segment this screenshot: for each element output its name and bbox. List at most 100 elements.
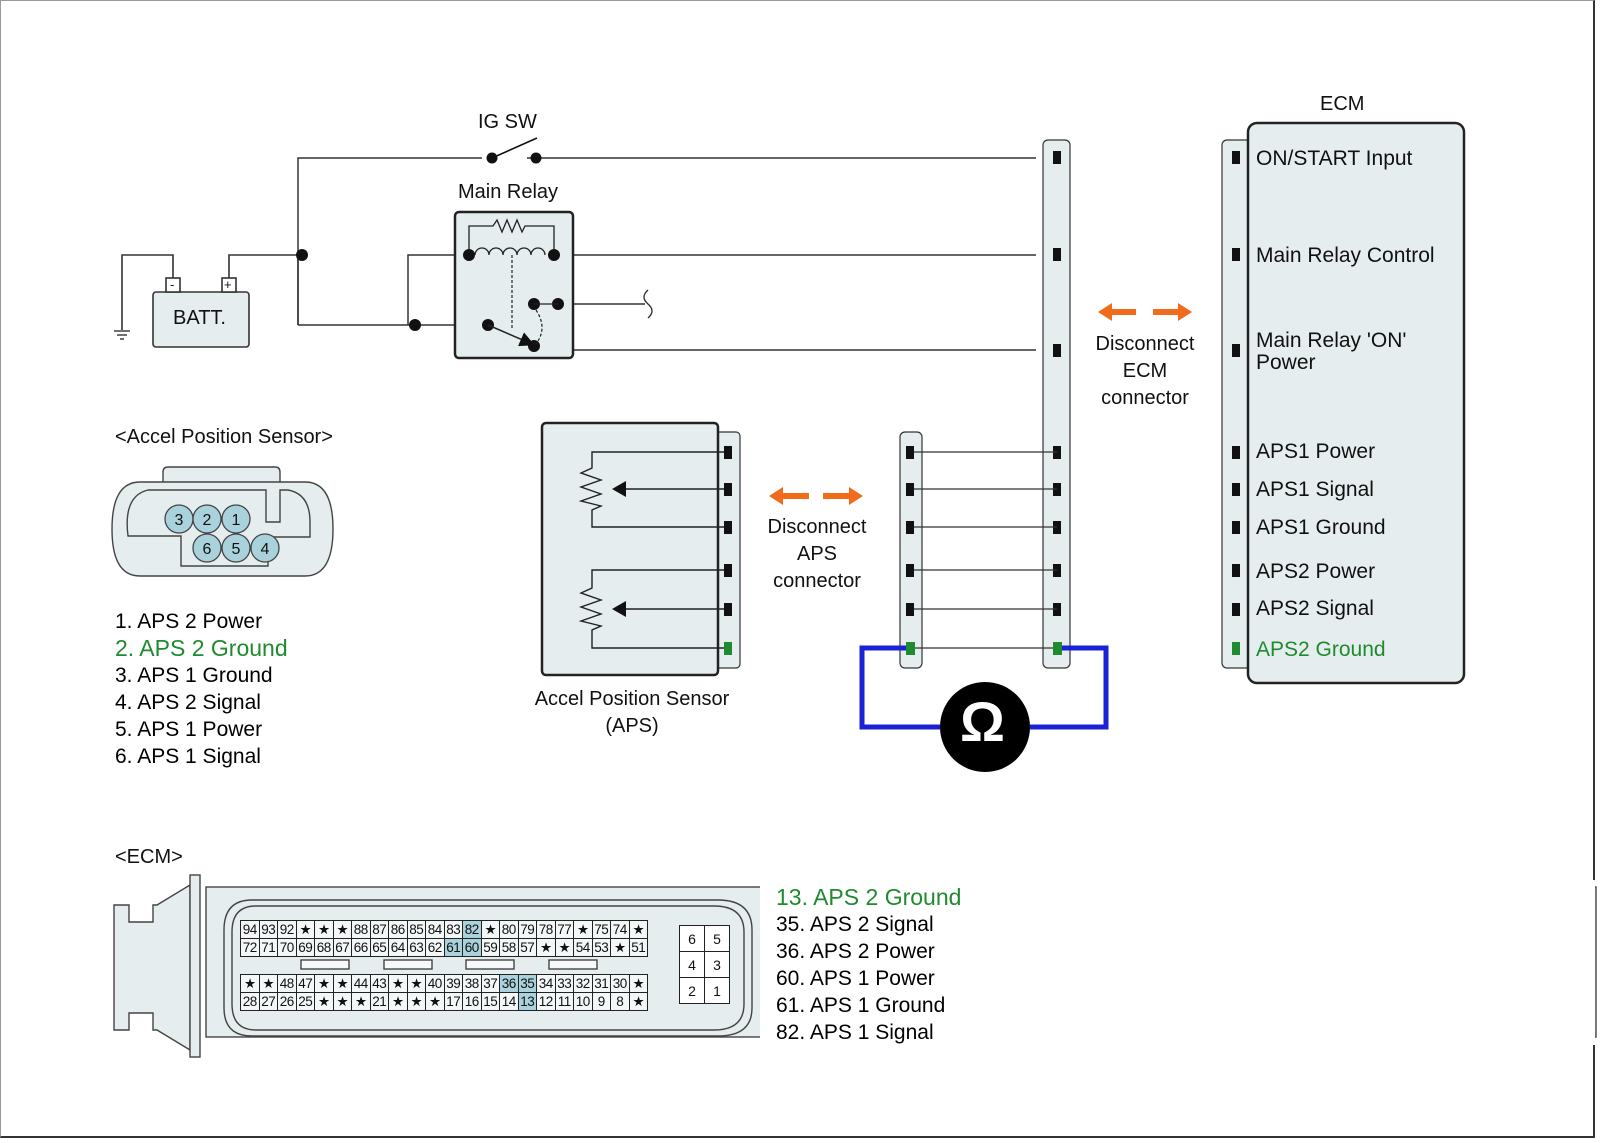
pin-43: 43 [369,974,389,993]
pin-5: 5 [704,925,730,952]
whitespace-mask [760,880,1595,1045]
ecm-terminal-on-start: ON/START Input [1256,147,1413,170]
wire-break-icon [643,289,653,319]
pin-84: 84 [425,920,445,939]
pin-75: 75 [591,920,611,939]
battery-positive-label: + [224,277,232,292]
aps-pin-label: 1 [232,512,241,529]
aps-pin-6 [192,533,222,563]
unused-pin: ★ [332,992,352,1011]
pin-61: 61 [443,938,463,957]
pin-30: 30 [610,974,630,993]
pin-72: 72 [240,938,260,957]
harness-ecm-connector[interactable] [1042,139,1071,669]
battery-label: BATT. [173,307,226,329]
ecm-legend-item: 82. APS 1 Signal [776,1021,934,1044]
pin-94: 94 [240,920,260,939]
pin-12: 12 [536,992,556,1011]
ecm-legend-item: 36. APS 2 Power [776,940,935,963]
unused-pin: ★ [610,938,630,957]
wires [297,157,1036,351]
ecm-pin-legend: 13. APS 2 Ground 35. APS 2 Signal 36. AP… [776,884,961,1046]
unused-pin: ★ [628,974,648,993]
pin-2: 2 [679,977,705,1004]
unused-pin: ★ [536,938,556,957]
harness-aps-connector[interactable] [899,431,923,669]
pin-51: 51 [628,938,648,957]
ecm-terminal-aps2-power: APS2 Power [1256,560,1376,583]
pin-39: 39 [443,974,463,993]
pin-28: 28 [240,992,260,1011]
disconnect-ecm-line2: ECM [1122,360,1168,382]
unused-pin: ★ [554,938,574,957]
aps2-ground-probe-point[interactable] [906,642,915,655]
ignition-switch-icon[interactable] [486,137,542,164]
unused-pin: ★ [314,920,334,939]
ground-icon [114,330,130,340]
pin-68: 68 [314,938,334,957]
aps-ecm-wires [911,451,1057,649]
aps-legend-item: 3. APS 1 Ground [115,664,273,687]
pin-71: 71 [258,938,278,957]
pin-86: 86 [388,920,408,939]
disconnect-ecm-line3: connector [1101,387,1189,409]
ohmmeter-icon[interactable] [940,682,1030,772]
unused-pin: ★ [628,920,648,939]
battery-negative-label: - [170,277,175,292]
pin-10: 10 [573,992,593,1011]
unused-pin: ★ [314,974,334,993]
pin-82: 82 [462,920,482,939]
pin-64: 64 [388,938,408,957]
pin-59: 59 [480,938,500,957]
pin-37: 37 [480,974,500,993]
ecm-terminal-aps1-power: APS1 Power [1256,440,1376,463]
pin-69: 69 [295,938,315,957]
pin-78: 78 [536,920,556,939]
pin-25: 25 [295,992,315,1011]
ecm-legend-item: 60. APS 1 Power [776,967,935,990]
pin-6: 6 [679,925,705,952]
disconnect-aps-line1: Disconnect [767,516,867,538]
aps-pin-5 [221,533,251,563]
disconnect-aps-line3: connector [773,570,861,592]
unused-pin: ★ [351,992,371,1011]
unused-pin: ★ [480,920,500,939]
junction-dot [409,319,421,331]
pin-63: 63 [406,938,426,957]
ecm-legend-item: 61. APS 1 Ground [776,994,946,1017]
pin-65: 65 [369,938,389,957]
pin-11: 11 [554,992,574,1011]
pin-31: 31 [591,974,611,993]
unused-pin: ★ [295,920,315,939]
unused-pin: ★ [388,992,408,1011]
pin-88: 88 [351,920,371,939]
battery [121,254,298,348]
pin-14: 14 [499,992,519,1011]
pin-79: 79 [517,920,537,939]
pin-38: 38 [462,974,482,993]
pin-35: 35 [517,974,537,993]
ecm-aps2-ground-probe-point[interactable] [1053,642,1062,655]
ohm-symbol: Ω [960,690,1005,753]
ecm-terminal-aps2-signal: APS2 Signal [1256,597,1374,620]
ecm-connector-title: <ECM> [115,846,183,868]
ecm-legend-item: 35. APS 2 Signal [776,913,934,936]
aps-sensor [540,421,741,677]
pin-70: 70 [277,938,297,957]
ecm-module [1221,121,1466,685]
unused-pin: ★ [240,974,260,993]
disconnect-ecm-arrows-icon [1098,303,1192,321]
aps-pin-label: 6 [203,541,212,558]
aps-block-label-line2: (APS) [605,715,659,737]
disconnect-ecm-line1: Disconnect [1095,333,1195,355]
unused-pin: ★ [314,992,334,1011]
aps-legend-item: 5. APS 1 Power [115,718,263,741]
